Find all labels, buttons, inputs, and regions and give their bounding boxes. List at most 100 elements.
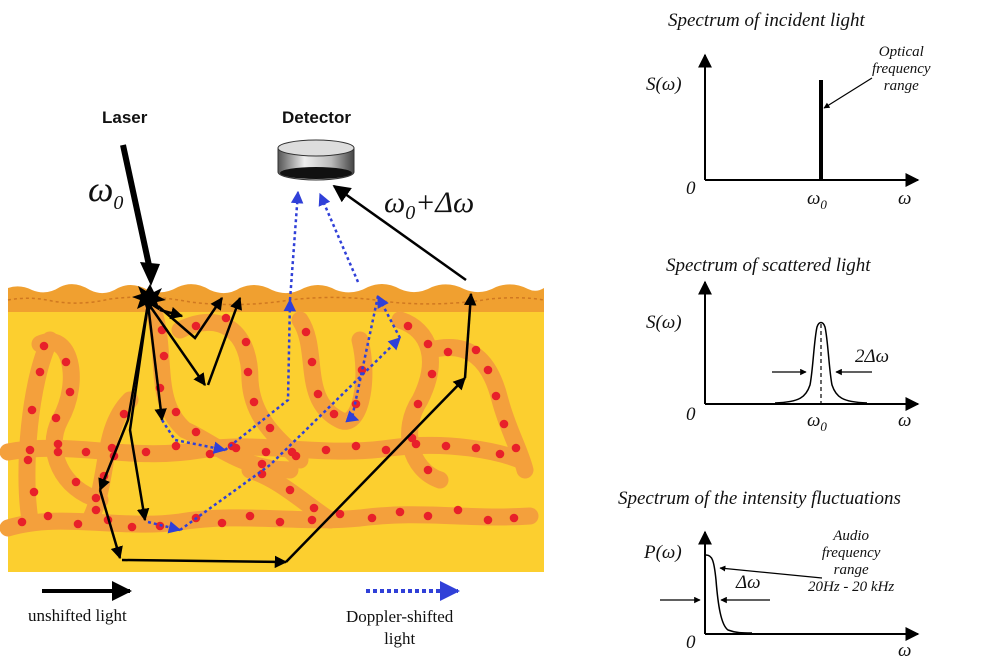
fluctuation-panel-title: Spectrum of the intensity fluctuations — [618, 488, 901, 509]
fluctuation-origin: 0 — [686, 632, 696, 653]
incident-frequency-label: ω0 — [88, 169, 124, 215]
fluctuation-curve — [705, 554, 753, 634]
blood-cell — [395, 507, 405, 517]
blood-cell — [483, 365, 493, 375]
blood-cell — [265, 423, 275, 433]
blood-cell — [65, 387, 75, 397]
blood-cell — [107, 443, 117, 453]
blood-cell — [53, 439, 63, 449]
blood-cell — [275, 517, 285, 527]
incident-spectrum-plot — [698, 53, 920, 187]
blood-cell — [53, 447, 63, 457]
blood-cell — [443, 347, 453, 357]
incident-xlabel: ω — [898, 188, 912, 209]
scattered-panel-title: Spectrum of scattered light — [666, 255, 871, 276]
blood-cell — [245, 511, 255, 521]
blood-cell — [171, 407, 181, 417]
blood-cell — [381, 445, 391, 455]
blood-cell — [51, 413, 61, 423]
laser-beam-arrow — [120, 144, 153, 271]
incident-tick-omega0: ω0 — [807, 188, 827, 212]
blood-cell — [73, 519, 83, 529]
blood-cell — [23, 455, 33, 465]
blood-cell — [441, 441, 451, 451]
tissue-surface — [8, 283, 544, 312]
blood-cell — [309, 503, 319, 513]
blood-cell — [91, 493, 101, 503]
laser-spot — [132, 284, 166, 314]
blood-cell — [357, 365, 367, 375]
blood-cell — [205, 449, 215, 459]
blood-cell — [171, 441, 181, 451]
doppler-light-paths — [147, 190, 402, 534]
blood-cell — [241, 337, 251, 347]
blood-cell — [335, 509, 345, 519]
scattered-spectrum-plot — [698, 280, 920, 411]
legend-unshifted-label: unshifted light — [28, 606, 127, 625]
blood-cell — [141, 447, 151, 457]
blood-cell — [191, 427, 201, 437]
blood-cell — [221, 313, 231, 323]
blood-cell — [471, 345, 481, 355]
blood-cell — [191, 321, 201, 331]
blood-cell — [257, 459, 267, 469]
blood-cell — [495, 449, 505, 459]
blood-cell — [301, 327, 311, 337]
unshifted-light-paths — [98, 184, 477, 569]
scattered-peak — [774, 321, 868, 404]
blood-cell — [321, 445, 331, 455]
fluctuation-xlabel: ω — [898, 640, 912, 661]
blood-cell — [27, 405, 37, 415]
blood-cell — [35, 367, 45, 377]
blood-cell — [329, 409, 339, 419]
blood-cell — [159, 351, 169, 361]
blood-cell — [509, 513, 519, 523]
fluctuation-width-label: Δω — [736, 572, 761, 593]
blood-cell — [29, 487, 39, 497]
blood-cell — [81, 447, 91, 457]
blood-cell — [471, 443, 481, 453]
blood-cell — [413, 399, 423, 409]
incident-origin: 0 — [686, 178, 696, 199]
blood-cell — [511, 443, 521, 453]
blood-cell — [423, 465, 433, 475]
blood-cell — [287, 447, 297, 457]
blood-cell — [285, 485, 295, 495]
detector-label: Detector — [282, 108, 351, 127]
blood-cell — [127, 522, 137, 532]
scattered-width-label: 2Δω — [855, 346, 890, 367]
laser-beam-arrowhead — [140, 262, 160, 286]
laser-label: Laser — [102, 108, 148, 127]
blood-cell — [91, 505, 101, 515]
blood-cell — [25, 445, 35, 455]
scattered-ylabel: S(ω) — [646, 312, 682, 333]
blood-cell — [307, 515, 317, 525]
scattered-origin: 0 — [686, 404, 696, 425]
detector — [277, 139, 355, 181]
blood-cell — [217, 518, 227, 528]
blood-cell — [367, 513, 377, 523]
blood-cell — [499, 419, 509, 429]
blood-cell — [71, 477, 81, 487]
fluctuation-spectrum-plot — [660, 530, 920, 641]
blood-cell — [423, 511, 433, 521]
blood-cell — [423, 339, 433, 349]
blood-cell — [261, 447, 271, 457]
blood-cell — [427, 369, 437, 379]
scattered-xlabel: ω — [898, 410, 912, 431]
shifted-frequency-label: ω0+Δω — [384, 186, 475, 224]
blood-cell — [119, 409, 129, 419]
blood-cell — [243, 367, 253, 377]
blood-cell — [249, 397, 259, 407]
incident-ylabel: S(ω) — [646, 74, 682, 95]
blood-cell — [403, 321, 413, 331]
blood-cell — [483, 515, 493, 525]
blood-cell — [351, 441, 361, 451]
blood-cell — [43, 511, 53, 521]
blood-cell — [39, 341, 49, 351]
